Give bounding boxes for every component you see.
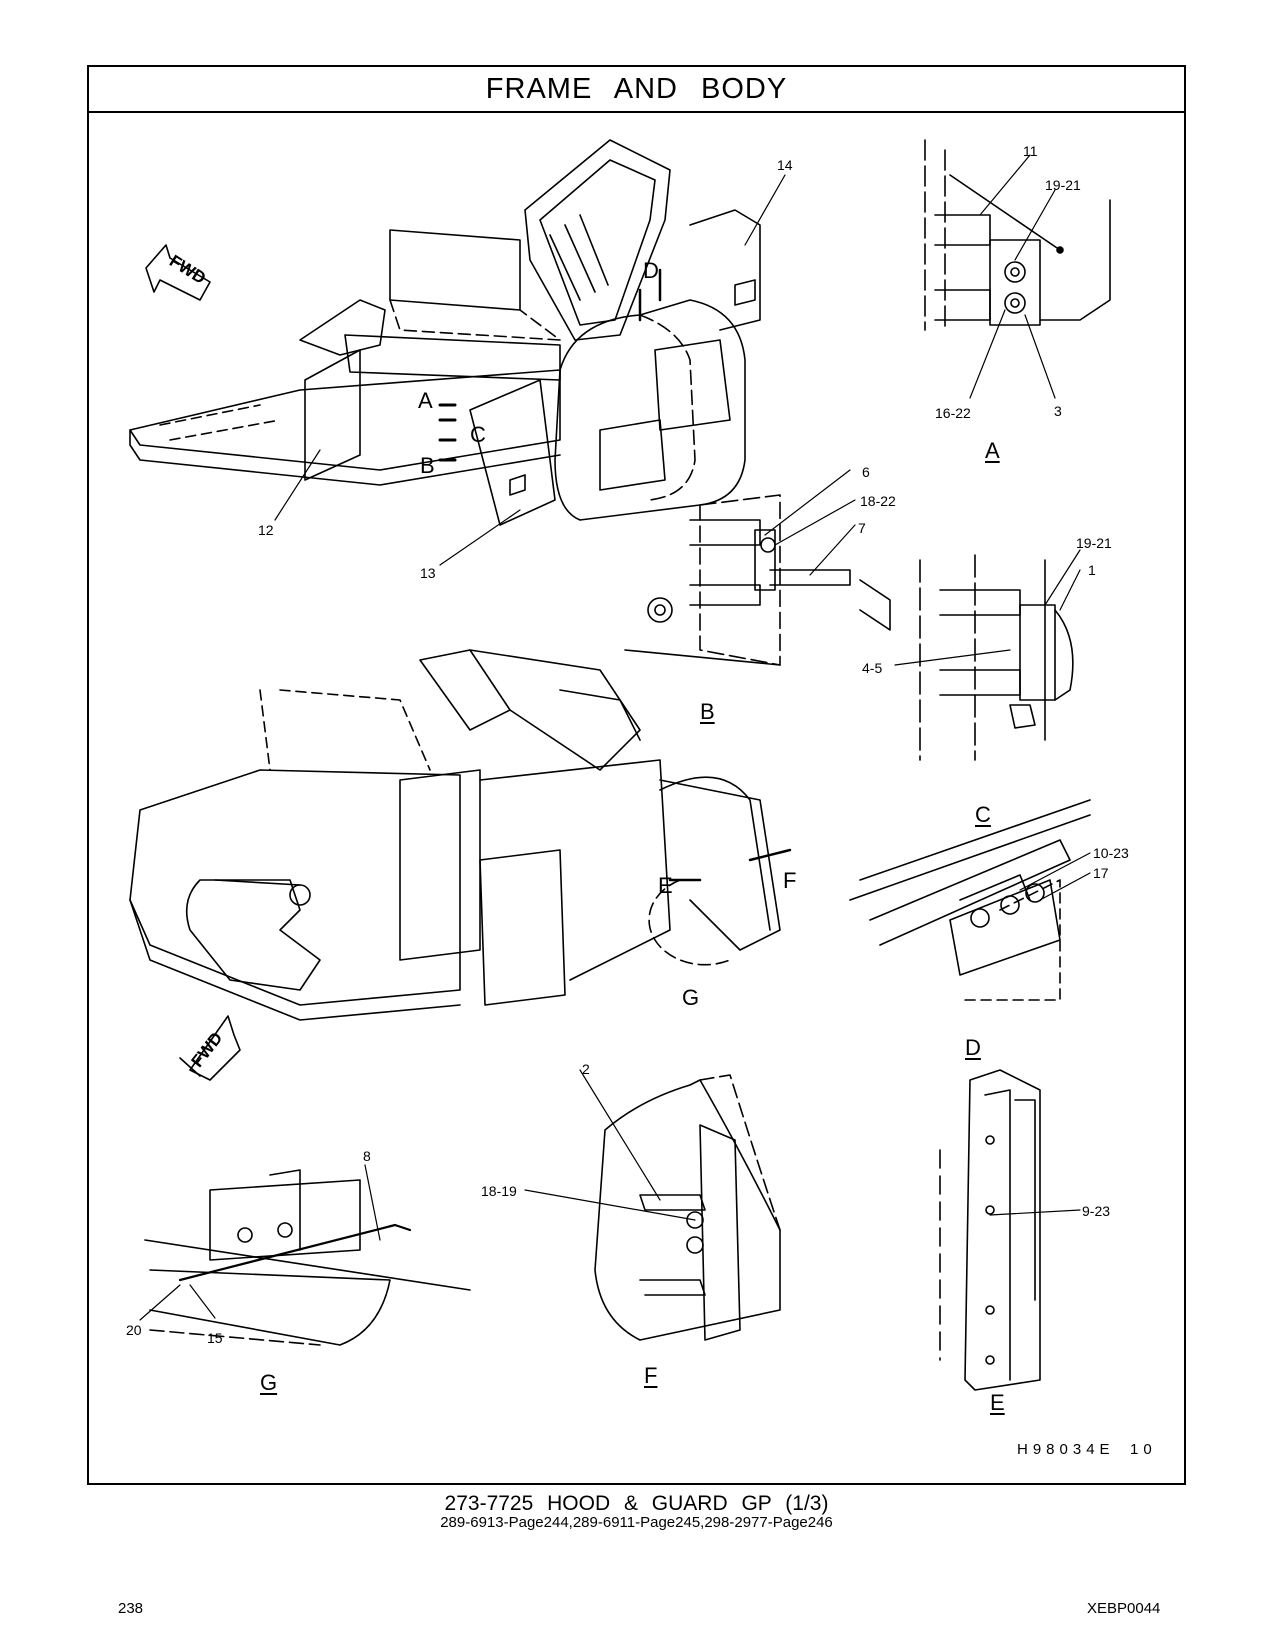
callout-6: 6 [862, 464, 870, 480]
detail-d-drawing [849, 799, 1091, 1001]
detail-a-drawing [924, 139, 1111, 331]
drawing-sheet: 10 [1130, 1441, 1157, 1458]
callout-9-23: 9-23 [1082, 1203, 1111, 1219]
detail-c-drawing [919, 554, 1074, 761]
page-title: FRAME AND BODY [485, 72, 788, 105]
callout-17: 17 [1093, 865, 1109, 881]
callout-4-5: 4-5 [862, 660, 883, 676]
callout-10-23: 10-23 [1093, 845, 1129, 861]
callout-13: 13 [420, 565, 436, 581]
marker-a: A [418, 388, 433, 413]
page-references: 289-6913-Page244,289-6911-Page245,298-29… [440, 1514, 833, 1531]
drawing-code: H98034E [1017, 1441, 1115, 1458]
fwd-arrow-bottom [179, 1015, 241, 1081]
title-bar: FRAME AND BODY [89, 67, 1184, 113]
view-label-e: E [990, 1390, 1005, 1415]
view-label-c: C [975, 802, 991, 827]
callout-20: 20 [126, 1322, 142, 1338]
leader-lines [139, 154, 1091, 1321]
callout-14: 14 [777, 157, 793, 173]
marker-g: G [682, 985, 700, 1010]
callout-19-21-a: 19-21 [1045, 177, 1081, 193]
detail-f-drawing [594, 1074, 781, 1341]
fwd-arrow-top [145, 244, 211, 301]
callout-3: 3 [1054, 403, 1062, 419]
detail-g-drawing [144, 1169, 471, 1346]
group-caption: 273-7725 HOOD & GUARD GP (1/3) [444, 1492, 829, 1515]
callout-2: 2 [582, 1061, 590, 1077]
callout-18-22: 18-22 [860, 493, 896, 509]
view-label-d: D [965, 1035, 981, 1060]
view-label-g: G [260, 1370, 278, 1395]
marker-e: E [658, 873, 673, 898]
callout-8: 8 [363, 1148, 371, 1164]
callout-12: 12 [258, 522, 274, 538]
callout-11: 11 [1023, 143, 1038, 159]
top-machine-drawing [129, 139, 761, 526]
callout-18-19: 18-19 [481, 1183, 517, 1199]
detail-e-drawing [939, 1069, 1041, 1391]
figure-frame: FRAME AND BODY [87, 65, 1186, 1485]
view-label-f: F [644, 1363, 658, 1388]
detail-b-drawing [624, 494, 891, 666]
bottom-machine-drawing [129, 649, 792, 1021]
document-code: XEBP0044 [1087, 1600, 1161, 1617]
callout-16-22: 16-22 [935, 405, 971, 421]
view-label-b: B [700, 699, 715, 724]
page-number: 238 [118, 1600, 144, 1617]
callout-7: 7 [858, 520, 866, 536]
callout-19-21-b: 19-21 [1076, 535, 1112, 551]
view-label-a: A [985, 438, 1000, 463]
callout-1: 1 [1088, 562, 1096, 578]
callout-15: 15 [207, 1330, 223, 1346]
marker-f: F [783, 868, 797, 893]
marker-c: C [470, 422, 486, 447]
marker-b: B [420, 453, 435, 478]
marker-d: D [643, 258, 659, 283]
